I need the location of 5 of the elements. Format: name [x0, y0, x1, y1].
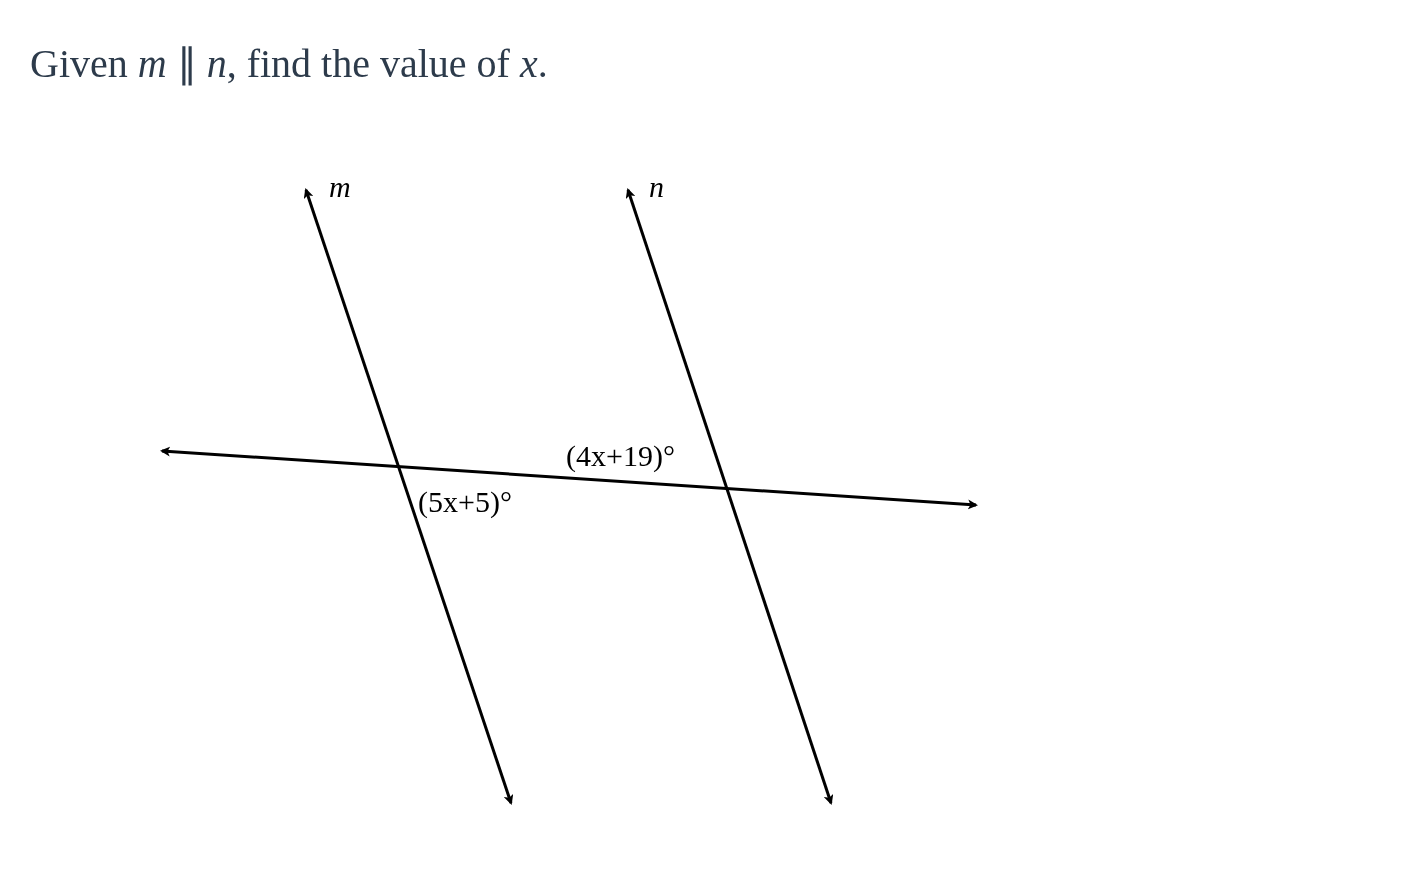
line-label: m	[329, 172, 351, 202]
angle-label: (5x+5)°	[418, 487, 512, 517]
angle-label: (4x+19)°	[566, 441, 675, 471]
line-label: n	[649, 172, 664, 202]
question-text: Given m ∥ n, find the value of x.	[30, 40, 548, 87]
